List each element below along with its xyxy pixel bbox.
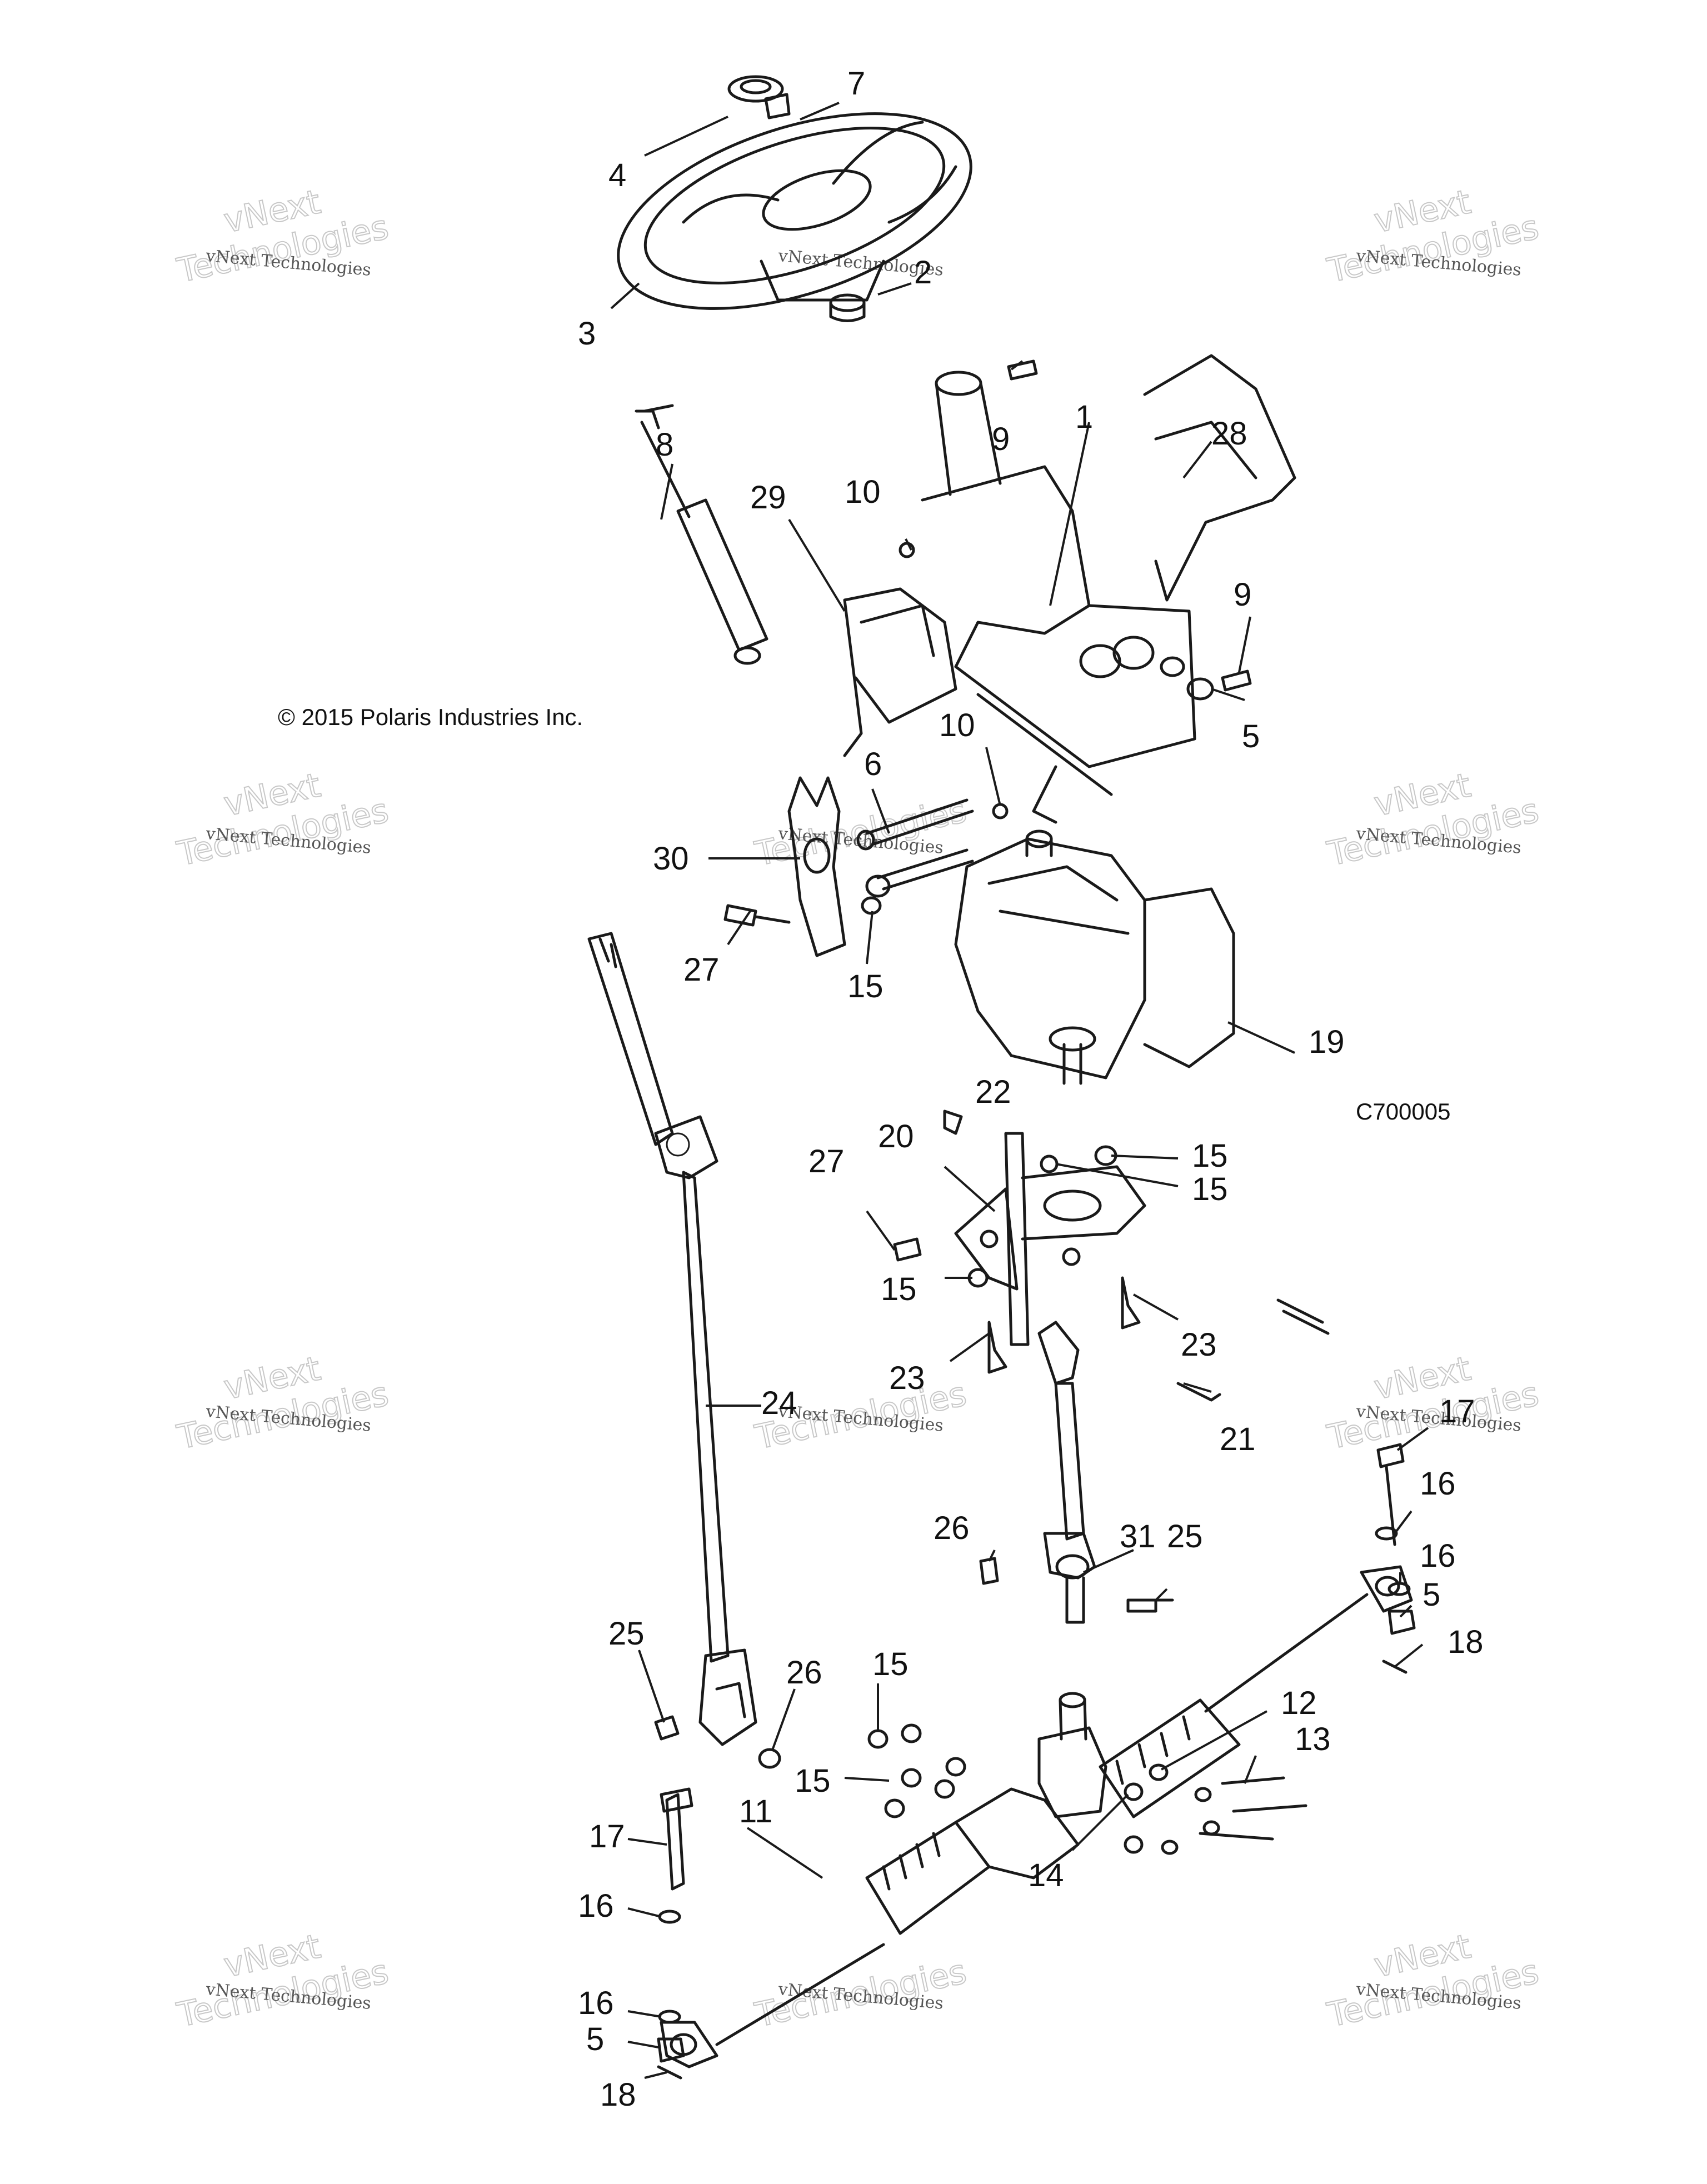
- callout-16: 16: [1420, 1538, 1456, 1574]
- callout-2: 2: [914, 254, 932, 291]
- callout-17: 17: [1439, 1393, 1475, 1430]
- power-steering-unit: [954, 829, 1235, 1085]
- pivot-pins: [856, 798, 974, 898]
- callout-8: 8: [656, 427, 673, 463]
- callout-23: 23: [889, 1360, 925, 1396]
- callout-4: 4: [608, 157, 626, 193]
- callout-15: 15: [847, 968, 884, 1004]
- callout-26: 26: [786, 1655, 822, 1691]
- callout-29: 29: [750, 479, 786, 516]
- rack-hardware: [867, 1723, 1307, 1855]
- gas-strut: [635, 404, 768, 665]
- steering-column-bracket: [921, 371, 1196, 824]
- callout-15: 15: [1192, 1138, 1228, 1174]
- callout-10: 10: [845, 474, 881, 510]
- steering-spacer: [829, 293, 866, 322]
- callout-27: 27: [808, 1143, 845, 1180]
- callout-15: 15: [881, 1271, 917, 1307]
- callout-24: 24: [761, 1385, 797, 1421]
- callout-21: 21: [1220, 1421, 1256, 1457]
- watermarks: Technologies vNext vNext Technologies Te…: [173, 182, 1543, 2035]
- callout-31: 31: [1120, 1518, 1156, 1555]
- steering-rack: [660, 1565, 1413, 2068]
- column-cover-left: [843, 587, 957, 757]
- callout-15: 15: [1192, 1171, 1228, 1207]
- callout-5: 5: [586, 2021, 604, 2057]
- horn-cap: [727, 75, 784, 103]
- leader-lines: [610, 102, 1429, 2079]
- callout-10: 10: [939, 707, 975, 743]
- callout-3: 3: [578, 316, 596, 352]
- callout-5: 5: [1242, 718, 1260, 754]
- watermark: Technologies vNext: [1324, 1926, 1543, 2035]
- callout-16: 16: [1420, 1466, 1456, 1502]
- callout-26: 26: [934, 1510, 970, 1546]
- lower-steering-shaft: [1037, 1321, 1096, 1624]
- callout-labels: 7 4 2 3 8 9 1 28 29 10 9 10 5 6 30 27 15…: [578, 66, 1484, 2113]
- hardware-bracket: [893, 1110, 1330, 1402]
- callout-25: 25: [1167, 1518, 1203, 1555]
- callout-23: 23: [1181, 1327, 1217, 1363]
- watermark: Technologies vNext: [173, 1348, 393, 1457]
- steering-wheel: [617, 112, 972, 310]
- callout-15: 15: [872, 1646, 909, 1682]
- callout-1: 1: [1075, 399, 1093, 435]
- callout-30: 30: [653, 841, 689, 877]
- callout-5: 5: [1422, 1577, 1440, 1613]
- callout-13: 13: [1295, 1721, 1331, 1757]
- callout-7: 7: [847, 66, 865, 102]
- callout-16: 16: [578, 1985, 614, 2021]
- diagram-code: C700005: [1356, 1098, 1450, 1125]
- intermediate-steering-shaft: [587, 932, 757, 1746]
- tie-rod-hardware-left: [657, 1787, 693, 2080]
- callout-9: 9: [992, 421, 1010, 457]
- nut-15-upper: [861, 896, 882, 915]
- callout-12: 12: [1281, 1685, 1317, 1721]
- callout-6: 6: [864, 746, 882, 782]
- callout-11: 11: [739, 1793, 772, 1830]
- callout-25: 25: [608, 1616, 645, 1652]
- callout-20: 20: [878, 1118, 914, 1155]
- callout-22: 22: [975, 1074, 1011, 1110]
- callout-15: 15: [795, 1763, 831, 1799]
- hardware-shaft: [654, 1557, 1174, 1769]
- pinion-bracket: [954, 1132, 1146, 1346]
- watermark: Technologies vNext: [1324, 1348, 1543, 1457]
- bolt-27-upper: [723, 904, 791, 927]
- callout-9: 9: [1234, 577, 1251, 613]
- column-cover-right: [1143, 354, 1296, 602]
- callout-17: 17: [589, 1818, 625, 1855]
- callout-14: 14: [1028, 1857, 1064, 1893]
- callout-19: 19: [1309, 1024, 1345, 1060]
- callout-27: 27: [683, 952, 720, 988]
- callout-18: 18: [600, 2077, 636, 2113]
- callout-18: 18: [1448, 1624, 1484, 1660]
- tie-rod-hardware-right: [1375, 1443, 1416, 1674]
- copyright-text: © 2015 Polaris Industries Inc.: [278, 704, 583, 730]
- steering-nut: [764, 93, 791, 119]
- watermark: Technologies vNext: [173, 1926, 393, 2035]
- tilt-yoke: [787, 776, 846, 957]
- callout-16: 16: [578, 1888, 614, 1924]
- callout-28: 28: [1211, 416, 1247, 452]
